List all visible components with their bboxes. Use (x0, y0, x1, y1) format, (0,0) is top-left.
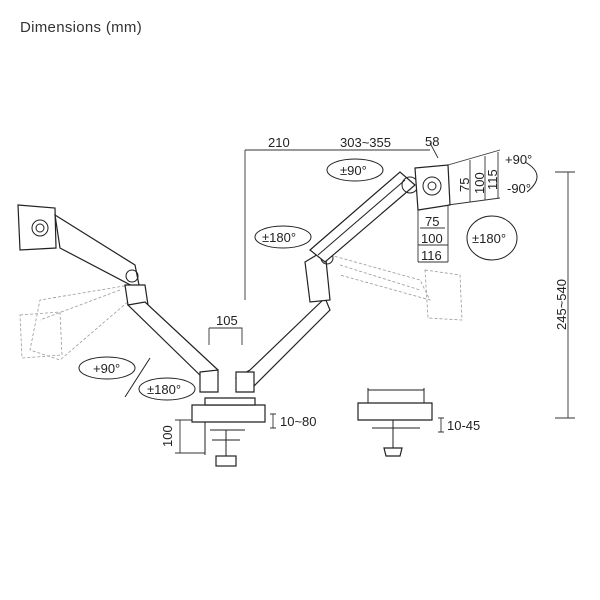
dim-100: 100 (160, 425, 175, 447)
dimension-lines (175, 142, 575, 454)
dim-58: 58 (425, 134, 439, 149)
rotation-indicators (78, 158, 538, 401)
label-left-swivel: +90° (93, 361, 120, 376)
label-elbow-rotation: ±180° (262, 230, 296, 245)
dim-105: 105 (216, 313, 238, 328)
vesa-v-75: 75 (457, 178, 472, 192)
grommet-base (357, 388, 433, 457)
ghost-arm-left (19, 284, 131, 361)
right-arm (234, 171, 419, 393)
label-screen-rotation: ±180° (472, 231, 506, 246)
vesa-v-115: 115 (485, 169, 500, 190)
dim-210: 210 (268, 135, 290, 150)
left-arm (54, 213, 219, 393)
dim-303-355: 303~355 (340, 135, 391, 150)
vesa-h-116: 116 (421, 248, 442, 263)
diagram-title: Dimensions (mm) (20, 19, 143, 36)
dim-10-45: 10-45 (447, 418, 480, 433)
label-tilt-down: -90° (507, 181, 531, 196)
label-head-swivel: ±90° (340, 163, 367, 178)
left-vesa-plate (17, 204, 57, 251)
dim-10-80: 10~80 (280, 414, 317, 429)
label-tilt-up: +90° (505, 152, 532, 167)
clamp-base (191, 397, 266, 467)
right-vesa-plate (414, 164, 451, 211)
vesa-h-100: 100 (421, 231, 443, 246)
vesa-h-75: 75 (425, 214, 439, 229)
label-left-base-rotation: ±180° (147, 382, 181, 397)
dim-245-540: 245~540 (554, 279, 569, 330)
ghost-arm-right (329, 254, 463, 321)
vesa-v-100: 100 (472, 172, 487, 194)
